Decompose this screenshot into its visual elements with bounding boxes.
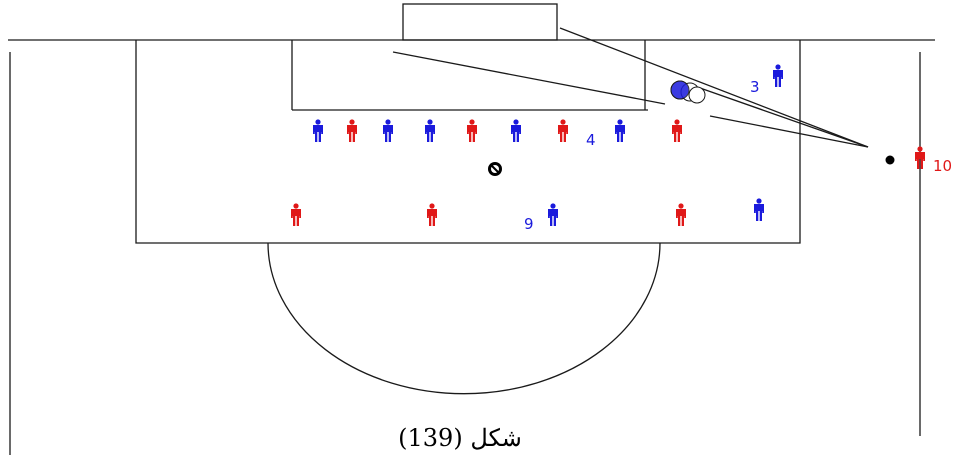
trajectory-line-3 [709,115,869,148]
ball-marker-icon [488,162,502,176]
label-player-9: 9 [524,215,534,233]
blue-player-3-icon [773,64,783,87]
figure-caption: شكل (139) [398,424,522,452]
blue-player-9-icon [548,203,558,226]
red-player-icon [427,203,437,226]
penalty-arc [267,242,661,395]
red-player-icon [672,119,682,142]
label-player-4: 4 [586,131,596,149]
blue-player-icon [313,119,323,142]
blue-player-icon [754,198,764,221]
red-player-icon [347,119,357,142]
goal-area [291,40,646,110]
label-player-3: 3 [750,78,760,96]
red-player-icon [558,119,568,142]
red-player-icon [291,203,301,226]
red-player-icon [467,119,477,142]
label-player-10: 10 [933,157,952,175]
ball-icon [885,155,895,165]
heading-players-icon [670,80,706,104]
trajectory-line-1 [559,27,869,148]
goal [402,3,558,41]
blue-player-icon [383,119,393,142]
penalty-area [135,40,801,244]
red-player-icon [676,203,686,226]
blue-player-icon [425,119,435,142]
trajectory-line-4 [392,51,666,105]
blue-player-icon [615,119,625,142]
trajectory-line-2 [699,87,869,148]
blue-player-icon [511,119,521,142]
